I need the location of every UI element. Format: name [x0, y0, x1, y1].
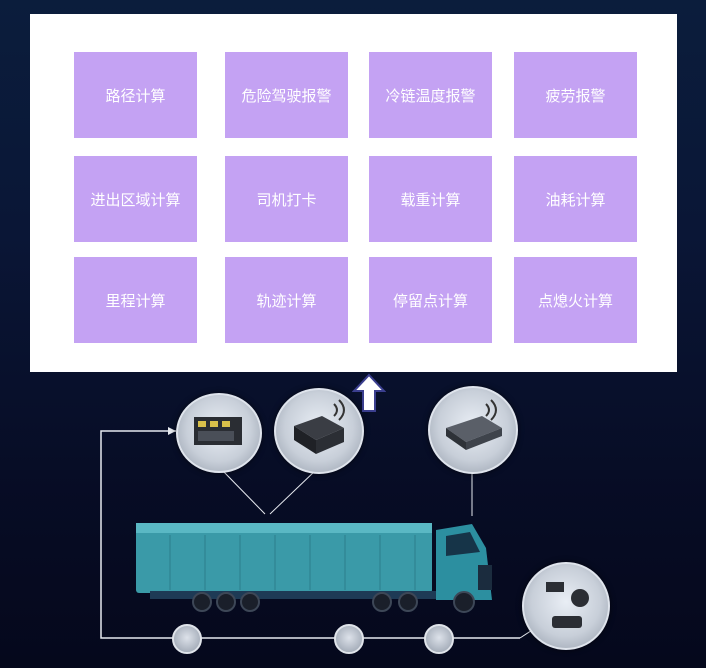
- tire-sensor-icon[interactable]: [334, 624, 364, 654]
- tile-dangerous-driving-alarm[interactable]: 危险驾驶报警: [225, 52, 348, 138]
- truck-icon: [136, 523, 492, 613]
- tile-load-calc[interactable]: 载重计算: [369, 156, 492, 242]
- tire-sensor-icon[interactable]: [424, 624, 454, 654]
- tile-mileage-calc[interactable]: 里程计算: [74, 257, 197, 343]
- tire-sensor-icon[interactable]: [172, 624, 202, 654]
- tile-area-entry-exit[interactable]: 进出区域计算: [74, 156, 197, 242]
- tile-stop-point-calc[interactable]: 停留点计算: [369, 257, 492, 343]
- up-arrow-icon: [352, 373, 386, 412]
- gps-box-icon[interactable]: [274, 388, 364, 474]
- tile-ignition-calc[interactable]: 点熄火计算: [514, 257, 637, 343]
- ecu-module-icon[interactable]: [176, 393, 262, 473]
- tile-route-calc[interactable]: 路径计算: [74, 52, 197, 138]
- tile-driver-clock-in[interactable]: 司机打卡: [225, 156, 348, 242]
- tile-track-calc[interactable]: 轨迹计算: [225, 257, 348, 343]
- tile-cold-chain-alarm[interactable]: 冷链温度报警: [369, 52, 492, 138]
- sensor-kit-icon[interactable]: [522, 562, 610, 650]
- calculation-panel: 路径计算 危险驾驶报警 冷链温度报警 疲劳报警 进出区域计算 司机打卡 载重计算…: [30, 14, 677, 372]
- tile-fuel-calc[interactable]: 油耗计算: [514, 156, 637, 242]
- telematics-unit-icon[interactable]: [428, 386, 518, 474]
- tile-fatigue-alarm[interactable]: 疲劳报警: [514, 52, 637, 138]
